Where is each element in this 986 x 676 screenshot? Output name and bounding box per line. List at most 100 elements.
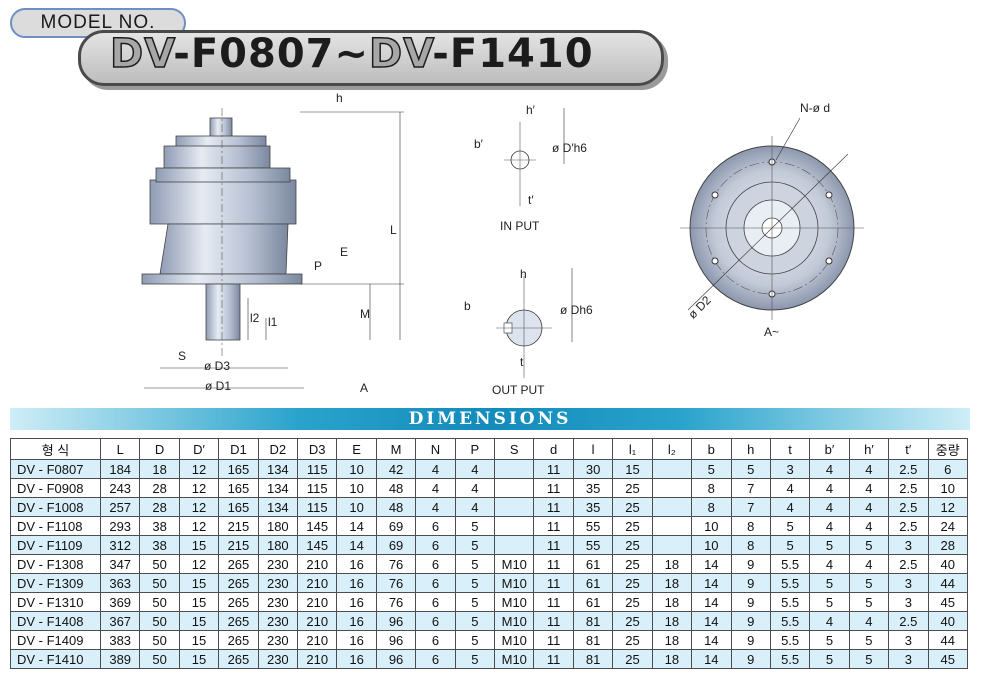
table-cell: 312 [99,535,141,555]
table-cell: 11 [533,459,574,479]
technical-drawing: h L E P M l2 l1 S ø D3 ø D1 A h′ b′ ø D′… [141,91,864,397]
table-cell: 5 [769,516,811,536]
table-cell: 11 [533,478,574,498]
table-cell: 184 [99,459,141,479]
gear-housing [149,179,297,225]
table-cell: 76 [375,554,417,574]
table-cell: 9 [730,554,771,574]
table-cell: 180 [257,535,299,555]
table-cell: 25 [612,630,653,650]
table-cell: 18 [651,649,693,669]
table-cell: 145 [297,535,338,555]
table-cell: 134 [257,459,299,479]
table-cell: 14 [691,630,732,650]
table-cell: 165 [218,459,259,479]
label-in-h: h′ [526,103,536,117]
table-cell: 165 [218,478,259,498]
column-header: D1 [218,438,259,460]
table-cell: 347 [99,554,141,574]
table-cell: 28 [139,478,180,498]
table-cell: 4 [415,497,456,517]
table-cell [651,478,693,498]
table-cell: 15 [178,592,220,612]
table-cell: M10 [494,611,535,631]
column-header: N [415,438,456,460]
table-cell: 11 [533,573,574,593]
table-cell [494,478,535,498]
table-cell: 210 [297,611,338,631]
table-cell: 389 [99,649,141,669]
table-cell: 38 [139,535,180,555]
table-cell: 16 [336,611,377,631]
column-header: 중량 [927,438,969,460]
model-cell: DV - F1108 [10,516,101,536]
label-A: A [360,381,368,395]
table-cell: 15 [178,535,220,555]
table-cell: 265 [218,611,259,631]
model-cell: DV - F0807 [10,459,101,479]
table-cell: 5 [848,535,890,555]
table-cell: 4 [769,478,811,498]
table-cell: 4 [848,478,890,498]
table-cell: 5 [454,611,496,631]
label-l2: l2 [250,311,260,325]
table-cell: 5 [769,535,811,555]
table-cell: 25 [612,478,653,498]
table-cell: 50 [139,592,180,612]
table-cell: 230 [257,630,299,650]
table-cell: 9 [730,573,771,593]
table-cell [494,535,535,555]
table-cell: 215 [218,535,259,555]
label-in-D: ø D′h6 [552,141,587,155]
table-cell: 10 [336,497,377,517]
column-header: b′ [809,438,850,460]
label-A-view: A~ [764,325,779,339]
table-cell: 28 [927,535,969,555]
label-D2: ø D2 [685,293,714,322]
table-cell [651,516,693,536]
table-cell: 42 [375,459,417,479]
table-cell: 48 [375,497,417,517]
table-cell: 45 [927,649,969,669]
motor-flange [163,145,271,169]
table-cell: 16 [336,554,377,574]
table-cell: 9 [730,611,771,631]
table-cell: 134 [257,478,299,498]
model-cell: DV - F1008 [10,497,101,517]
column-header: l₂ [651,438,693,460]
label-in-b: b′ [474,137,484,151]
table-cell: 10 [691,535,732,555]
table-cell: 16 [336,649,377,669]
table-cell: 5 [848,649,890,669]
table-cell: M10 [494,630,535,650]
model-cell: DV - F1308 [10,554,101,574]
table-cell: 4 [454,459,496,479]
table-cell: 9 [730,592,771,612]
table-cell: 115 [297,478,338,498]
output-shaft-section: h b ø Dh6 t OUT PUT [464,267,593,397]
table-cell: 4 [415,459,456,479]
table-cell: 10 [336,459,377,479]
table-cell: 6 [415,630,456,650]
model-no-text: MODEL NO. [40,12,156,33]
column-header: S [494,438,535,460]
table-cell: 18 [651,592,693,612]
label-out-t: t [520,355,524,369]
table-cell: M10 [494,554,535,574]
table-cell: 12 [178,497,220,517]
table-cell: 4 [809,516,850,536]
table-cell: 44 [927,573,969,593]
table-cell: 2.5 [888,497,929,517]
table-cell: 16 [336,630,377,650]
table-cell: 40 [927,611,969,631]
table-cell: 12 [178,516,220,536]
table-cell: 45 [927,592,969,612]
table-cell: 14 [336,516,377,536]
table-cell: 16 [336,592,377,612]
housing-ring [155,167,291,183]
table-cell: 5.5 [769,630,811,650]
label-S: S [178,349,186,363]
table-cell: 363 [99,573,141,593]
